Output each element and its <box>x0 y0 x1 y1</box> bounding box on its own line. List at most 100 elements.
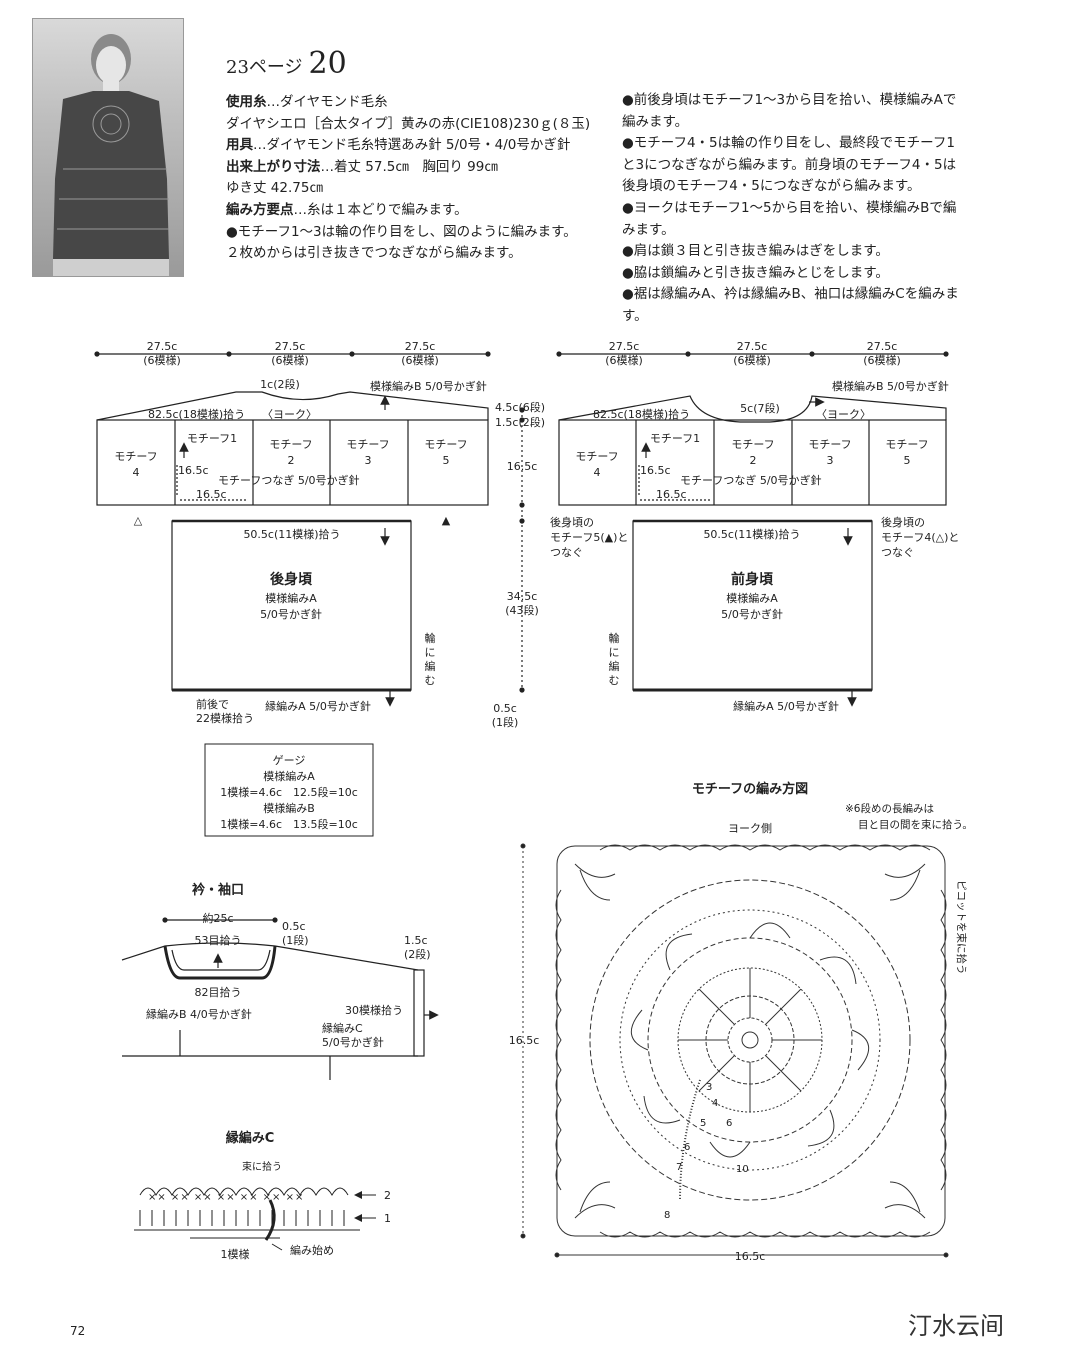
back-yoke-pattern: 模様編みB 5/0号かぎ針 <box>370 379 487 393</box>
motif-title: モチーフの編み方図 <box>692 781 808 797</box>
note-line: ●肩は鎖３目と引き抜き編みはぎをします。 <box>622 243 889 260</box>
motif-round-10: 10 <box>736 1164 749 1175</box>
front-motif-width: 16.5c <box>656 488 687 501</box>
gauge-box: ゲージ 模様編みA 1模様=4.6c 12.5段=10c 模様編みB 1模様=4… <box>204 743 374 837</box>
back-width-3-sub: (6模様) <box>401 353 439 367</box>
front-body-pick: 50.5c(11模様)拾う <box>703 527 800 541</box>
collar-diagram <box>121 917 439 1080</box>
back-body-pick: 50.5c(11模様)拾う <box>243 527 340 541</box>
gauge-a: 模様編みA <box>263 769 315 783</box>
front-right-note-2: モチーフ4(△)と <box>881 531 959 544</box>
center-dims <box>519 407 525 693</box>
dim-16-5: 16.5c <box>507 460 538 473</box>
instructions: 使用糸…ダイヤモンド毛糸 ダイヤシエロ［合太タイプ］黄みの赤(CIE108)23… <box>226 92 596 265</box>
dim-4-5: 4.5c(6段) <box>495 400 545 414</box>
back-motif-3-label: モチーフ <box>346 438 389 451</box>
motif-bottom-dim: 16.5c <box>735 1250 766 1263</box>
motif-chart: モチーフの編み方図 ※6段めの長編みは 目と目の間を束に拾う。 ヨーク側 ピコッ… <box>509 781 973 1263</box>
back-ring-3: 編 <box>425 659 436 673</box>
front-motif-4-label: モチーフ <box>575 450 618 463</box>
motif-round-4: 4 <box>712 1098 718 1109</box>
front-arrows <box>638 397 857 707</box>
collar-title: 衿・袖口 <box>192 882 244 898</box>
front-right-note-3: つなぐ <box>881 546 914 559</box>
cuff-d15: 1.5c <box>404 934 428 947</box>
front-edge: 縁編みA 5/0号かぎ針 <box>733 699 839 713</box>
edge-c-crosses: ×× ×× ×× ×× ×× ×× ×× <box>148 1192 304 1203</box>
front-title: 前身頃 <box>731 571 774 588</box>
size-value-2: ゆき丈 42.75㎝ <box>226 180 323 197</box>
back-motif-3-num: 3 <box>365 454 372 467</box>
gauge-title: ゲージ <box>273 754 306 767</box>
front-width-1: 27.5c <box>609 340 640 353</box>
motif-side-dim: 16.5c <box>509 1034 540 1047</box>
points-label: 編み方要点 <box>226 201 294 218</box>
back-motif-2-num: 2 <box>288 454 295 467</box>
back-hem-a: 前後で <box>196 697 229 711</box>
edge-c-bundle: 束に拾う <box>242 1160 282 1173</box>
yarn-detail: ダイヤシエロ［合太タイプ］黄みの赤(CIE108)230ｇ(８玉) <box>226 115 591 132</box>
collar-pick-53: 53目拾う <box>195 933 242 947</box>
yarn-label: 使用糸 <box>226 94 267 110</box>
back-width-2-sub: (6模様) <box>271 353 309 367</box>
back-diagram <box>94 351 491 692</box>
front-right-note-1: 後身頃の <box>881 515 925 529</box>
front-left-note-3: つなぐ <box>550 546 583 559</box>
watermark: 汀水云间 <box>908 1312 1004 1340</box>
front-neck: 5c(7段) <box>740 401 780 415</box>
point-1b: ２枚めからは引き抜きでつなぎながら編みます。 <box>226 245 522 262</box>
motif-round-6b: 6 <box>684 1142 690 1153</box>
notes: ●前後身頃はモチーフ1〜3から目を拾い、模様編みAで 編みます。 ●モチーフ4・… <box>622 90 982 328</box>
edge-c-title: 縁編みC <box>226 1130 275 1146</box>
point-1: ●モチーフ1〜3は輪の作り目をし、図のように編みます。 <box>226 223 577 240</box>
front-yoke-pattern: 模様編みB 5/0号かぎ針 <box>832 379 949 393</box>
page-number: 72 <box>70 1324 86 1338</box>
back-motif-5-label: モチーフ <box>424 438 467 451</box>
front-motif-2-num: 2 <box>750 454 757 467</box>
front-ring-3: 編 <box>609 659 620 673</box>
front-diagram <box>556 351 949 692</box>
dim-34-5: 34.5c <box>507 590 538 603</box>
edge-c-start: 編み始め <box>290 1243 334 1257</box>
collar-d05: 0.5c <box>282 920 306 933</box>
note-line: ●脇は鎖編みと引き抜き編みとじをします。 <box>622 264 889 281</box>
motif-picot: ピコットを束に拾う <box>955 880 968 975</box>
front-join: モチーフつなぎ 5/0号かぎ針 <box>680 473 822 487</box>
front-motif-3-label: モチーフ <box>808 438 851 451</box>
back-pattern: 模様編みA <box>265 591 317 605</box>
collar-d05s: (1段) <box>282 933 309 947</box>
front-ring-1: 輪 <box>609 631 620 645</box>
back-pick: 82.5c(18模様)拾う <box>148 407 245 421</box>
back-title: 後身頃 <box>270 571 313 588</box>
front-motif-height: 16.5c <box>640 464 671 477</box>
front-motif-5-label: モチーフ <box>885 438 928 451</box>
back-neck: 1c(2段) <box>260 377 300 391</box>
size-value: …着丈 57.5㎝ 胸回り 99㎝ <box>320 158 498 175</box>
gauge-b-val: 1模様=4.6c 13.5段=10c <box>220 817 358 831</box>
back-motif-1-label: モチーフ1 <box>187 432 237 445</box>
tools-value: …ダイヤモンド毛糸特選あみ針 5/0号・4/0号かぎ針 <box>253 137 571 154</box>
edge-c-repeat: 1模様 <box>221 1247 250 1261</box>
gauge-b: 模様編みB <box>263 801 315 815</box>
note-line: ●前後身頃はモチーフ1〜3から目を拾い、模様編みAで <box>622 92 957 108</box>
motif-yoke-side: ヨーク側 <box>728 822 772 835</box>
collar-labels: 衿・袖口 約25c 53目拾う 0.5c (1段) 1.5c (2段) 82目拾… <box>146 882 431 1049</box>
note-line: ●モチーフ4・5は輪の作り目をし、最終段でモチーフ1 <box>622 135 955 152</box>
back-motif-4-num: 4 <box>133 466 140 479</box>
note-line: 編みます。 <box>622 113 689 130</box>
back-ring-2: に <box>425 646 436 659</box>
back-symbol-left: △ <box>134 514 143 527</box>
back-width-1: 27.5c <box>147 340 178 353</box>
back-width-3: 27.5c <box>405 340 436 353</box>
gauge-a-val: 1模様=4.6c 12.5段=10c <box>220 785 358 799</box>
front-motif-5-num: 5 <box>904 454 911 467</box>
back-arrows <box>176 395 395 707</box>
motif-round-5: 5 <box>700 1118 706 1129</box>
back-edge: 縁編みA 5/0号かぎ針 <box>265 699 371 713</box>
collar-edge-b: 縁編みB 4/0号かぎ針 <box>146 1007 252 1021</box>
back-motif-4-label: モチーフ <box>114 450 157 463</box>
front-ring-4: む <box>609 674 620 687</box>
dim-0-5-rows: (1段) <box>492 715 519 729</box>
